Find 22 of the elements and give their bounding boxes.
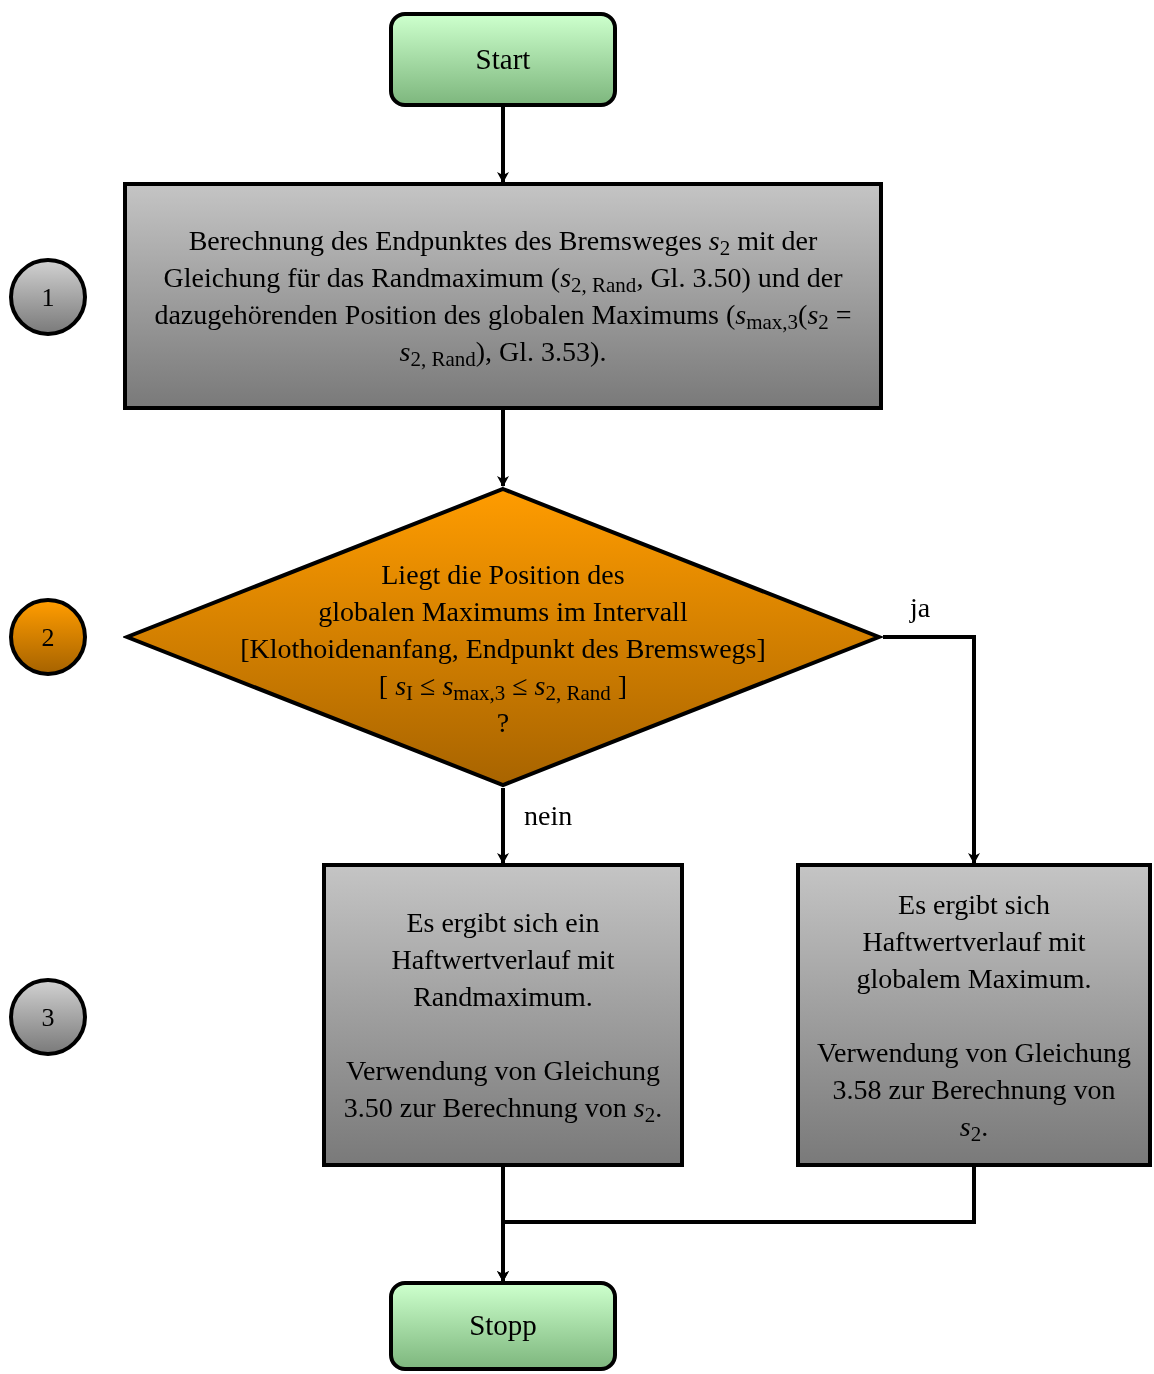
node-text: Berechnung des Endpunktes des Bremsweges s$_{2}$ mit der Gleichung für das Randmaximum (s$_{2, Rand}$, Gl. 3.50) und der dazugehörenden Position des globalen Maximums (s$_{max,3}$(s$_{2}$ = s$_{2, Rand}$), Gl. 3.53). — [153, 224, 853, 370]
decision-diamond — [123, 486, 883, 788]
terminal-box — [389, 1281, 617, 1371]
process-box — [796, 863, 1152, 1167]
node-text: Start — [475, 41, 531, 77]
process-box — [322, 863, 684, 1167]
node-text: ? — [495, 706, 511, 740]
node-text: 1 — [41, 281, 55, 314]
process-box — [123, 182, 883, 410]
arrow — [497, 107, 509, 183]
node-text: Verwendung von Gleichung 3.50 zur Berechnung von s$_{2}$. — [342, 1054, 664, 1126]
node-text: [ s$_{I}$ ≤ s$_{max,3}$ ≤ s$_{2, Rand}$ ] — [377, 669, 629, 704]
node-text: 3 — [41, 1001, 55, 1034]
node-text: Verwendung von Gleichung 3.58 zur Berechnung von s$_{2}$. — [816, 1035, 1132, 1145]
arrow — [497, 788, 509, 864]
arrow — [883, 635, 980, 864]
node-text: Es ergibt sich Haftwertverlauf mit globalem Maximum. — [855, 887, 1093, 996]
node-text: 2 — [41, 621, 55, 654]
node-text: Stopp — [469, 1308, 537, 1344]
terminal-box — [389, 12, 617, 107]
node-text: Es ergibt sich ein Haftwertverlauf mit Randmaximum. — [390, 906, 616, 1014]
arrow — [497, 410, 509, 487]
